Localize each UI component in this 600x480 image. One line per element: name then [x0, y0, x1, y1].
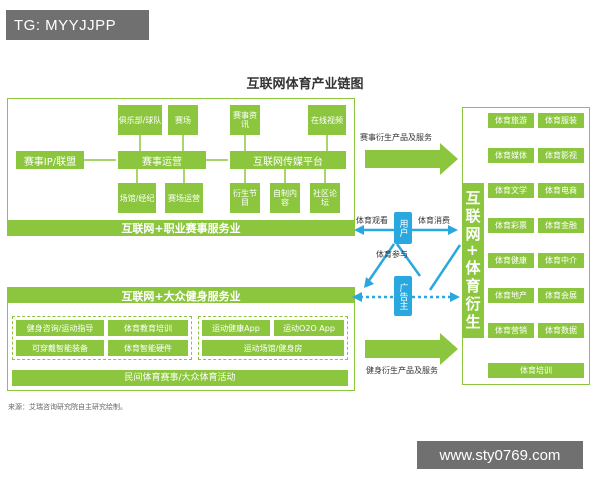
- bottom-green-arrow: [365, 333, 458, 365]
- media-top-1: 赛事资讯: [230, 105, 260, 135]
- derivative-item: 体育营销: [488, 323, 534, 338]
- derivative-item: 体育数据: [538, 323, 584, 338]
- label-participate: 体育参与: [376, 250, 408, 259]
- label-event-derivatives: 赛事衍生产品及服务: [360, 133, 432, 142]
- ops-top-1: 俱乐部/球队: [118, 105, 162, 135]
- ops-bottom-2: 赛场运营: [165, 183, 203, 213]
- media-platform-box: 互联网传媒平台: [230, 151, 346, 169]
- user-node: 用户: [394, 212, 412, 244]
- derivative-item: 体育影视: [538, 148, 584, 163]
- derivative-item: 体育文学: [488, 183, 534, 198]
- label-fitness-derivatives: 健身衍生产品及服务: [366, 366, 438, 375]
- ops-bottom-1: 场馆/经纪: [118, 183, 156, 213]
- label-consume: 体育消费: [418, 216, 450, 225]
- source-note: 来源：艾瑞咨询研究院自主研究绘制。: [8, 403, 127, 411]
- ops-top-2: 赛场: [168, 105, 198, 135]
- media-bottom-1: 衍生节目: [230, 183, 260, 213]
- fitness-item-wearable: 可穿戴智能装备: [16, 340, 104, 356]
- media-bottom-2: 自制内容: [270, 183, 300, 213]
- page-title: 互联网体育产业链图: [246, 77, 364, 92]
- derivative-item-training: 体育培训: [488, 363, 584, 378]
- fitness-item-consult: 健身咨询/运动指导: [16, 320, 104, 336]
- media-bottom-3: 社区论坛: [310, 183, 340, 213]
- fitness-left-group: [12, 316, 192, 360]
- fitness-item-hardware: 体育智能硬件: [108, 340, 188, 356]
- folk-events-bar: 民间体育赛事/大众体育活动: [12, 370, 348, 386]
- derivative-item: 体育服装: [538, 113, 584, 128]
- watermark-top-left: TG: MYYJJPP: [6, 10, 149, 40]
- fitness-item-app: 运动健康App: [202, 320, 270, 336]
- media-top-2: 在线视频: [308, 105, 346, 135]
- fitness-item-venue: 运动场馆/健身房: [202, 340, 344, 356]
- derivative-item: 体育金融: [538, 218, 584, 233]
- derivative-item: 体育旅游: [488, 113, 534, 128]
- fitness-bar: 互联网+大众健身服务业: [7, 287, 355, 304]
- derivative-item: 体育彩票: [488, 218, 534, 233]
- fitness-item-education: 体育教育培训: [108, 320, 188, 336]
- derivative-item: 体育中介: [538, 253, 584, 268]
- pro-sports-bar: 互联网+职业赛事服务业: [7, 220, 355, 236]
- label-watch: 体育观看: [356, 216, 388, 225]
- derivative-grid: 体育旅游体育服装体育媒体体育影视体育文学体育电商体育彩票体育金融体育健康体育中介…: [488, 113, 588, 373]
- derivative-item: 体育电商: [538, 183, 584, 198]
- derivative-vertical-bar: 互联网+体育衍生: [462, 183, 484, 338]
- advertiser-node: 广告主: [394, 276, 412, 316]
- event-operation-box: 赛事运营: [118, 151, 206, 169]
- watermark-bottom-right: www.sty0769.com: [417, 441, 583, 469]
- fitness-item-o2o: 运动O2O App: [274, 320, 344, 336]
- derivative-item: 体育健康: [488, 253, 534, 268]
- fitness-right-group: [198, 316, 348, 360]
- derivative-item: 体育地产: [488, 288, 534, 303]
- derivative-item: 体育媒体: [488, 148, 534, 163]
- derivative-item: 体育会展: [538, 288, 584, 303]
- top-green-arrow: [365, 143, 458, 175]
- event-ip-box: 赛事IP/联盟: [16, 151, 84, 169]
